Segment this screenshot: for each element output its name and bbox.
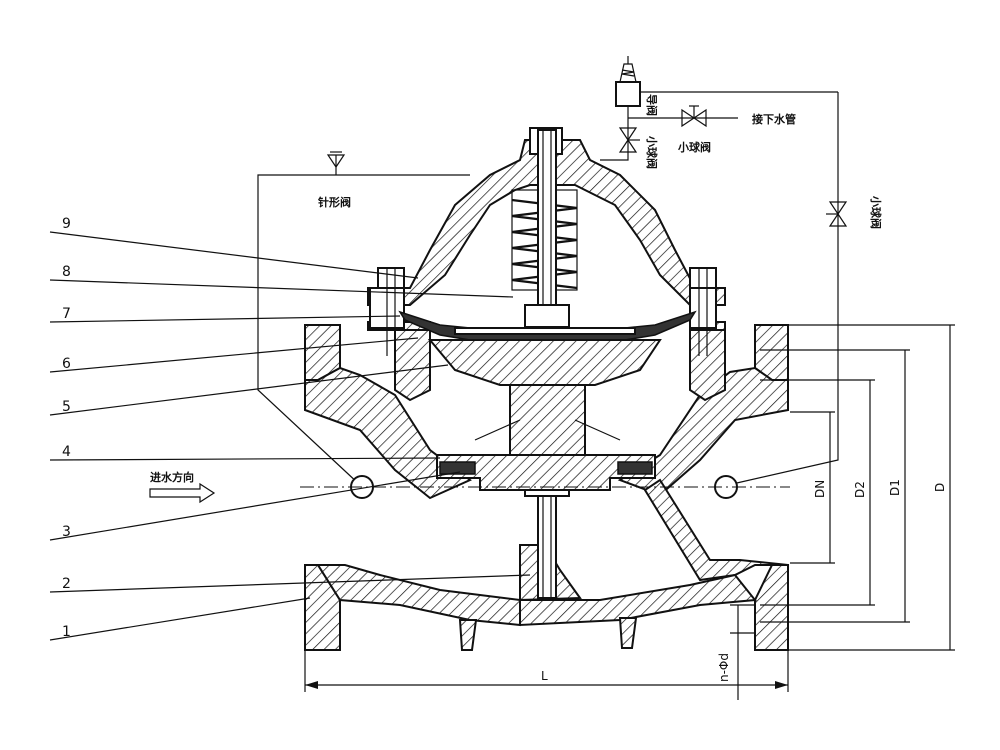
callout-3: 3	[62, 524, 71, 540]
stem-assembly	[398, 129, 697, 599]
pilot-valve-label: 导阀	[645, 94, 659, 116]
callout-9: 9	[62, 216, 71, 232]
small-ball-valve-top-label: 小球阀	[645, 135, 659, 169]
small-ball-valve-right-label: 小球阀	[869, 195, 883, 229]
leader-lines	[49, 231, 531, 641]
callout-8: 8	[62, 264, 71, 280]
small-ball-valve-right-icon	[826, 201, 848, 227]
flow-direction-label: 进水方向	[150, 470, 194, 484]
dimension-lines	[304, 324, 955, 700]
dim-holes-label: n-Φd	[717, 653, 731, 682]
callout-6: 6	[62, 356, 71, 372]
callout-7: 7	[62, 306, 71, 322]
callout-numbers: 9 8 7 6 5 4 3 2 1	[62, 216, 71, 640]
callout-5: 5	[62, 399, 71, 415]
dim-length-label: L	[541, 669, 548, 683]
small-ball-valve-mid-label: 小球阀	[677, 140, 711, 154]
dim-d-label: D	[933, 483, 947, 492]
drain-pipe-label: 接下水管	[752, 112, 796, 126]
small-ball-valve-top-icon	[618, 127, 640, 153]
pilot-valve-icon	[615, 56, 641, 107]
dim-dn-label: DN	[813, 480, 827, 498]
needle-valve-icon	[326, 151, 346, 175]
callout-1: 1	[62, 624, 71, 640]
dim-d2-label: D2	[853, 481, 867, 498]
needle-valve-label: 针形阀	[318, 195, 351, 209]
callout-4: 4	[62, 444, 71, 460]
flow-arrow-icon	[149, 482, 216, 504]
callout-2: 2	[62, 576, 71, 592]
small-ball-valve-mid-icon	[681, 105, 707, 128]
dim-d1-label: D1	[888, 479, 902, 496]
